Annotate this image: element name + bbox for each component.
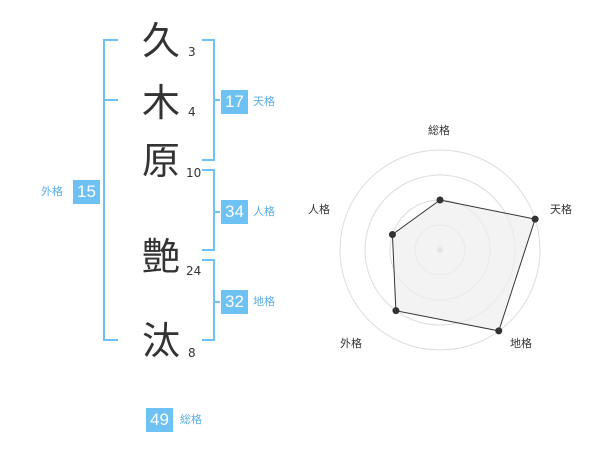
stroke-count-5: 8 <box>188 346 196 360</box>
radar-point-0 <box>436 196 444 204</box>
name-char-5: 汰 <box>141 319 180 363</box>
radar-ring-4 <box>339 149 541 351</box>
soukaku-badge: 49 <box>146 408 173 432</box>
radar-axis-label-chikaku: 地格 <box>510 337 532 350</box>
gaikaku-bracket <box>103 39 118 341</box>
radar-point-4 <box>388 231 396 239</box>
name-char-3: 原 <box>141 139 180 183</box>
jinkaku-label: 人格 <box>253 205 275 218</box>
radar-series-polygon <box>391 199 536 332</box>
tenkaku-label: 天格 <box>253 95 275 108</box>
gaikaku-badge: 15 <box>73 180 100 204</box>
chikaku-badge: 32 <box>221 290 248 314</box>
chikaku-bracket <box>202 259 215 341</box>
jinkaku-bracket <box>202 169 215 251</box>
radar-point-3 <box>392 307 400 315</box>
jinkaku-badge: 34 <box>221 200 248 224</box>
radar-point-2 <box>495 327 503 335</box>
name-char-4: 艶 <box>141 235 180 279</box>
stroke-count-4: 24 <box>186 264 202 278</box>
chikaku-label: 地格 <box>253 295 275 308</box>
stroke-count-3: 10 <box>186 166 202 180</box>
radar-axis-label-soukaku: 総格 <box>428 124 450 137</box>
radar-point-1 <box>531 215 539 223</box>
stroke-count-1: 3 <box>188 45 196 59</box>
stroke-count-2: 4 <box>188 105 196 119</box>
radar-axis-label-tenkaku: 天格 <box>550 203 572 216</box>
radar-axis-label-jinkaku: 人格 <box>308 203 330 216</box>
soukaku-label: 総格 <box>180 413 202 426</box>
radar-axis-label-gaikaku: 外格 <box>340 337 362 350</box>
name-char-1: 久 <box>141 19 180 63</box>
name-char-2: 木 <box>141 81 180 125</box>
tenkaku-badge: 17 <box>221 90 248 114</box>
gaikaku-label: 外格 <box>41 185 63 198</box>
